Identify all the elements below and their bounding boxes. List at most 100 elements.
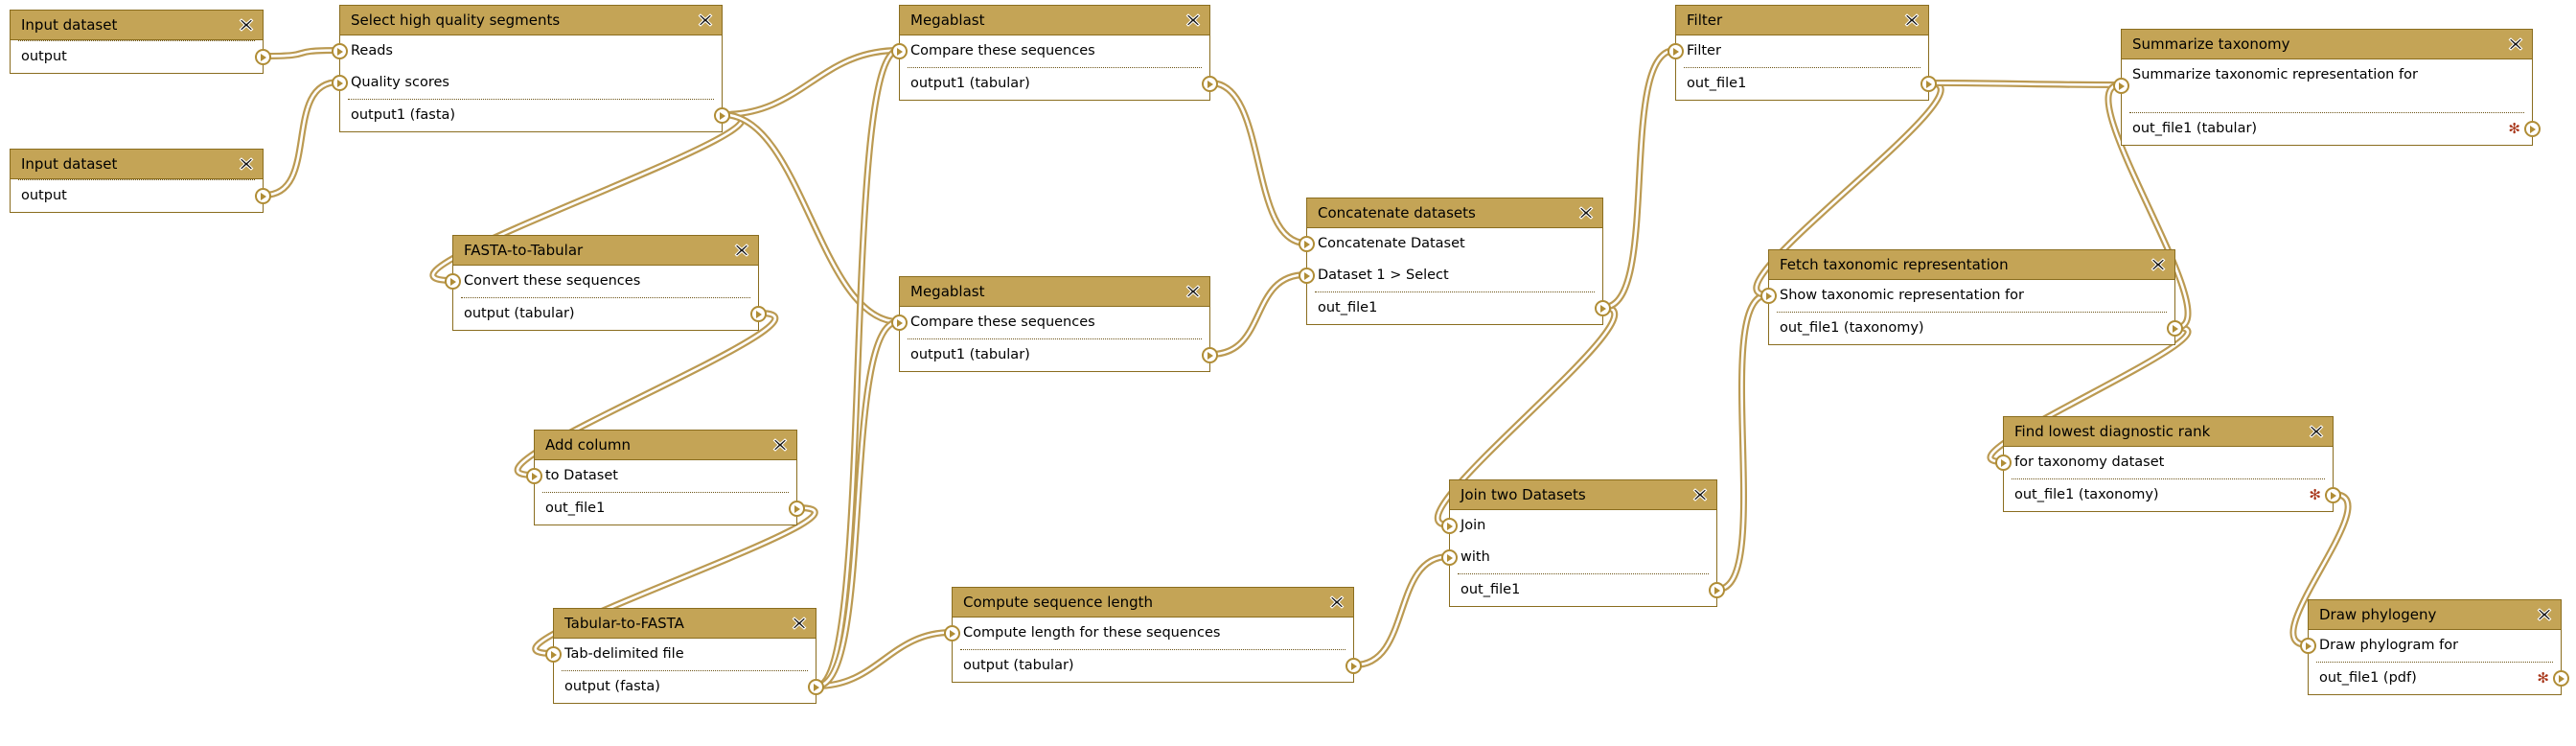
node-header-fasta-to-tabular[interactable]: FASTA-to-Tabular xyxy=(453,236,758,266)
asterisk-output-icon[interactable]: ✻ xyxy=(2508,120,2520,137)
close-icon[interactable] xyxy=(1692,487,1708,502)
node-input-row[interactable]: for taxonomy dataset xyxy=(1995,447,2333,478)
node-output-row[interactable]: output1 (tabular) xyxy=(900,339,1218,371)
input-terminal-icon[interactable] xyxy=(1441,518,1458,534)
node-input-row[interactable]: to Dataset xyxy=(526,460,796,492)
input-terminal-icon[interactable] xyxy=(2113,78,2129,94)
output-terminal-icon[interactable] xyxy=(1920,76,1937,92)
input-terminal-icon[interactable] xyxy=(1995,455,2012,471)
node-input-row[interactable]: Draw phylogram for xyxy=(2300,630,2561,662)
output-terminal-icon[interactable] xyxy=(2325,487,2341,503)
close-icon[interactable] xyxy=(1578,205,1594,221)
close-icon[interactable] xyxy=(734,243,749,258)
output-terminal-icon[interactable] xyxy=(1346,658,1362,674)
output-terminal-icon[interactable] xyxy=(2167,320,2183,337)
node-header-megablast-2[interactable]: Megablast xyxy=(900,277,1209,307)
node-output-row[interactable]: out_file1 (taxonomy)✻ xyxy=(2004,479,2341,511)
node-header-tabular-to-fasta[interactable]: Tabular-to-FASTA xyxy=(554,609,816,639)
node-output-row[interactable]: output xyxy=(11,180,271,212)
node-output-row[interactable]: output xyxy=(11,41,271,73)
node-header-input-dataset-1[interactable]: Input dataset xyxy=(11,11,263,40)
output-terminal-icon[interactable] xyxy=(808,679,824,695)
node-input-row[interactable]: Compare these sequences xyxy=(891,307,1209,338)
close-icon[interactable] xyxy=(772,437,788,453)
output-terminal-icon[interactable] xyxy=(255,49,271,65)
input-terminal-icon[interactable] xyxy=(445,273,461,290)
close-icon[interactable] xyxy=(2508,36,2523,52)
input-terminal-icon[interactable] xyxy=(1299,236,1315,252)
node-input-row[interactable]: Filter xyxy=(1668,35,1928,67)
output-terminal-icon[interactable] xyxy=(2553,670,2569,687)
output-terminal-icon[interactable] xyxy=(255,188,271,204)
node-output-row[interactable]: out_file1 (tabular)✻ xyxy=(2122,113,2541,145)
output-terminal-icon[interactable] xyxy=(789,501,805,517)
close-icon[interactable] xyxy=(1904,12,1920,28)
output-terminal-icon[interactable] xyxy=(1202,76,1218,92)
node-output-row[interactable]: out_file1 xyxy=(1676,68,1937,100)
close-icon[interactable] xyxy=(239,17,254,33)
input-terminal-icon[interactable] xyxy=(891,43,908,59)
node-input-row[interactable]: with xyxy=(1441,542,1716,573)
close-icon[interactable] xyxy=(1329,594,1345,610)
input-terminal-icon[interactable] xyxy=(1441,549,1458,566)
node-output-row[interactable]: output1 (tabular) xyxy=(900,68,1218,100)
node-output-row[interactable]: output (tabular) xyxy=(453,298,767,330)
close-icon[interactable] xyxy=(1185,12,1201,28)
node-header-join-two-datasets[interactable]: Join two Datasets xyxy=(1450,480,1716,510)
node-header-filter[interactable]: Filter xyxy=(1676,6,1928,35)
output-terminal-icon[interactable] xyxy=(1202,347,1218,363)
node-input-row[interactable]: Compute length for these sequences xyxy=(944,618,1353,649)
input-terminal-icon[interactable] xyxy=(944,625,960,641)
node-output-row[interactable]: out_file1 xyxy=(1450,574,1725,606)
output-terminal-icon[interactable] xyxy=(1595,300,1611,316)
node-output-row[interactable]: output (fasta) xyxy=(554,671,824,703)
input-terminal-icon[interactable] xyxy=(332,75,348,91)
node-header-draw-phylogeny[interactable]: Draw phylogeny xyxy=(2309,600,2561,630)
node-header-fetch-taxonomic-representation[interactable]: Fetch taxonomic representation xyxy=(1769,250,2174,280)
close-icon[interactable] xyxy=(1185,284,1201,299)
node-output-row[interactable]: out_file1 xyxy=(535,493,805,525)
node-input-row[interactable]: Tab-delimited file xyxy=(545,639,816,670)
output-terminal-icon[interactable] xyxy=(714,107,730,124)
input-terminal-icon[interactable] xyxy=(2300,638,2316,654)
node-header-concatenate-datasets[interactable]: Concatenate datasets xyxy=(1307,198,1602,228)
node-output-row[interactable]: output (tabular) xyxy=(953,650,1362,682)
node-output-row[interactable]: out_file1 (taxonomy) xyxy=(1769,313,2183,344)
node-input-row[interactable]: Quality scores xyxy=(332,67,722,99)
node-header-megablast-1[interactable]: Megablast xyxy=(900,6,1209,35)
close-icon[interactable] xyxy=(2150,257,2166,272)
node-input-row[interactable]: Concatenate Dataset xyxy=(1299,228,1602,260)
node-header-compute-sequence-length[interactable]: Compute sequence length xyxy=(953,588,1353,618)
close-icon[interactable] xyxy=(698,12,713,28)
input-terminal-icon[interactable] xyxy=(1760,288,1777,304)
input-terminal-icon[interactable] xyxy=(545,646,562,663)
node-input-row[interactable]: Reads xyxy=(332,35,722,67)
node-input-row[interactable]: Compare these sequences xyxy=(891,35,1209,67)
node-output-row[interactable]: out_file1 (pdf)✻ xyxy=(2309,663,2569,694)
node-header-input-dataset-2[interactable]: Input dataset xyxy=(11,150,263,179)
close-icon[interactable] xyxy=(2309,424,2324,439)
node-input-row[interactable]: Join xyxy=(1441,510,1716,542)
input-terminal-icon[interactable] xyxy=(526,468,542,484)
output-terminal-icon[interactable] xyxy=(750,306,767,322)
node-header-add-column[interactable]: Add column xyxy=(535,431,796,460)
input-terminal-icon[interactable] xyxy=(1299,268,1315,284)
node-header-select-high-quality-segments[interactable]: Select high quality segments xyxy=(340,6,722,35)
node-input-row[interactable]: Dataset 1 > Select xyxy=(1299,260,1602,291)
output-terminal-icon[interactable] xyxy=(1709,582,1725,598)
node-header-find-lowest-diagnostic-rank[interactable]: Find lowest diagnostic rank xyxy=(2004,417,2333,447)
input-terminal-icon[interactable] xyxy=(332,43,348,59)
